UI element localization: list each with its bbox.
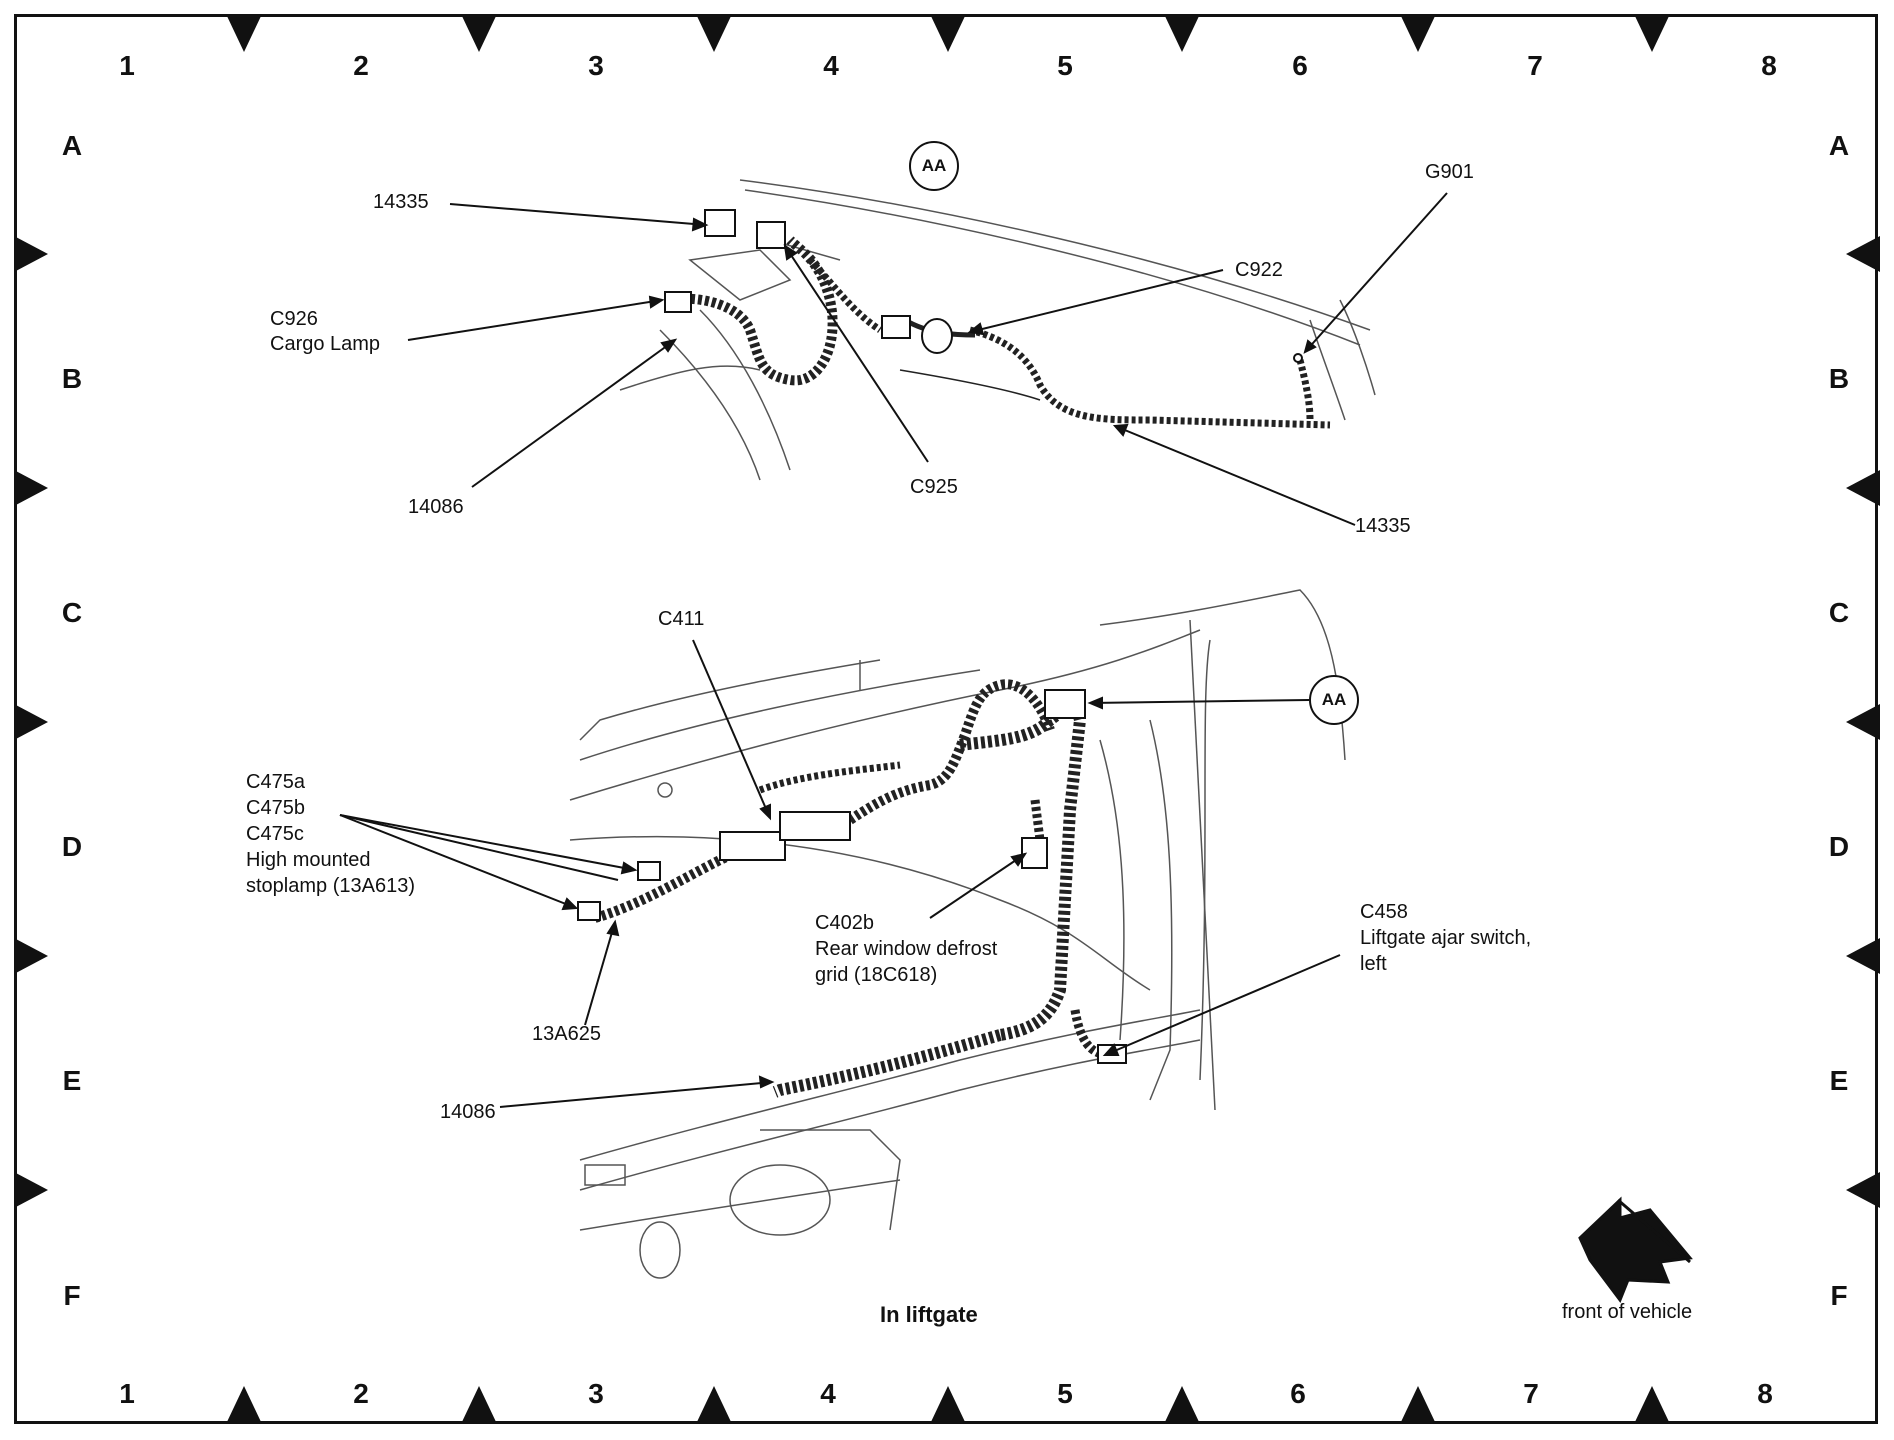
grid-col-2-top: 2 [353, 50, 369, 81]
label-14335-top: 14335 [373, 191, 429, 213]
grid-row-a-left: A [61, 130, 83, 161]
label-14086-top: 14086 [408, 496, 464, 518]
grid-col-1-top: 1 [119, 50, 135, 81]
lower-harness [593, 679, 1111, 1098]
upper-harness [669, 236, 1331, 429]
view-caption: In liftgate [880, 1302, 978, 1327]
label-defrost-line1: Rear window defrost [815, 938, 998, 960]
grid-col-8-bottom: 8 [1757, 1378, 1773, 1409]
grid-row-e-right: E [1829, 1065, 1849, 1096]
ref-circle-aa-lower: AA [1309, 675, 1359, 725]
label-c475b: C475b [246, 797, 305, 819]
label-hmsl-line2: stoplamp (13A613) [246, 875, 415, 897]
label-c411: C411 [658, 608, 705, 630]
label-c475a: C475a [246, 771, 305, 793]
upper-body-outline [619, 179, 1376, 481]
grid-col-8-top: 8 [1761, 50, 1777, 81]
grid-row-c-left: C [61, 597, 83, 628]
label-c402b: C402b [815, 912, 874, 934]
label-14335-bottom: 14335 [1355, 515, 1411, 537]
front-of-vehicle-label: front of vehicle [1562, 1301, 1693, 1323]
label-g901: G901 [1425, 161, 1474, 183]
upper-connectors [664, 209, 1303, 363]
front-arrow-icon [1578, 1196, 1693, 1304]
grid-row-f-right: F [1830, 1280, 1848, 1311]
grid-row-f-left: F [63, 1280, 81, 1311]
grid-col-5-bottom: 5 [1057, 1378, 1073, 1409]
lower-leader-lines [339, 639, 1341, 1108]
grid-col-3-top: 3 [588, 50, 604, 81]
grid-row-d-left: D [61, 831, 83, 862]
grid-row-e-left: E [62, 1065, 82, 1096]
grid-col-4-top: 4 [823, 50, 839, 81]
grid-col-5-top: 5 [1057, 50, 1073, 81]
label-hmsl-line1: High mounted [246, 849, 371, 871]
grid-col-6-top: 6 [1292, 50, 1308, 81]
grid-col-1-bottom: 1 [119, 1378, 135, 1409]
label-ajar-line1: Liftgate ajar switch, [1360, 927, 1532, 949]
grid-row-c-right: C [1828, 597, 1850, 628]
label-defrost-line2: grid (18C618) [815, 964, 938, 986]
label-c922: C922 [1235, 259, 1283, 281]
label-c458: C458 [1360, 901, 1408, 923]
lower-body-outline [569, 589, 1346, 1279]
grid-row-a-right: A [1828, 130, 1850, 161]
label-ajar-line2: left [1360, 953, 1387, 975]
label-13a625: 13A625 [532, 1023, 601, 1045]
label-cargo-lamp: Cargo Lamp [270, 333, 381, 355]
grid-col-6-bottom: 6 [1290, 1378, 1306, 1409]
grid-row-b-right: B [1828, 363, 1850, 394]
grid-col-7-top: 7 [1527, 50, 1543, 81]
label-14086-bottom: 14086 [440, 1101, 496, 1123]
label-c925: C925 [910, 476, 958, 498]
label-c475c: C475c [246, 823, 304, 845]
ref-circle-aa-upper: AA [909, 141, 959, 191]
label-c926: C926 [270, 308, 318, 330]
border-markers [14, 14, 1880, 1424]
grid-col-3-bottom: 3 [588, 1378, 604, 1409]
grid-row-b-left: B [61, 363, 83, 394]
grid-row-d-right: D [1828, 831, 1850, 862]
grid-col-7-bottom: 7 [1523, 1378, 1539, 1409]
upper-leader-lines [407, 192, 1448, 526]
lower-connectors [577, 689, 1127, 1064]
grid-col-2-bottom: 2 [353, 1378, 369, 1409]
grid-col-4-bottom: 4 [820, 1378, 836, 1409]
